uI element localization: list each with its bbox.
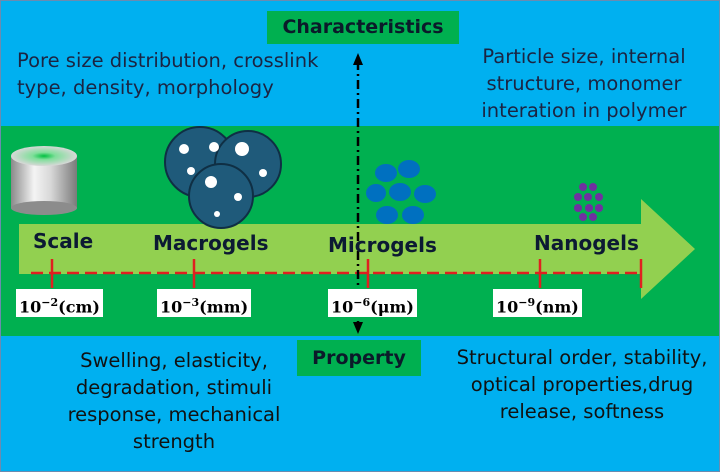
unit-text: (nm) [535, 297, 579, 317]
microgel-particles-icon [366, 160, 436, 224]
unit-base: 10 [19, 297, 42, 317]
axis-arrow-down-icon [353, 322, 363, 334]
unit-label-nm: 10−9(nm) [493, 289, 582, 317]
unit-text: (μm) [370, 297, 414, 317]
unit-text: (mm) [199, 297, 249, 317]
unit-label-mm: 10−3(mm) [157, 289, 252, 317]
stage-label-microgels: Microgels [328, 233, 437, 257]
cylinder-icon [11, 146, 77, 215]
unit-exponent: −9 [518, 296, 536, 309]
unit-base: 10 [160, 297, 183, 317]
macrogel-spheres-icon [164, 126, 282, 229]
unit-text: (cm) [58, 297, 100, 317]
scale-label: Scale [33, 229, 94, 253]
characteristics-label: Characteristics [267, 11, 459, 44]
unit-exponent: −6 [353, 296, 371, 309]
unit-base: 10 [331, 297, 354, 317]
nanogel-particles-icon [574, 183, 603, 221]
characteristics-left-text: Pore size distribution, crosslink type, … [17, 49, 319, 99]
unit-label-um: 10−6(μm) [328, 289, 417, 317]
unit-label-cm: 10−2(cm) [16, 289, 103, 317]
property-left-text: Swelling, elasticity, degradation, stimu… [67, 349, 281, 453]
unit-base: 10 [496, 297, 519, 317]
stage-label-nanogels: Nanogels [534, 231, 639, 255]
unit-exponent: −2 [41, 296, 59, 309]
property-label: Property [297, 340, 421, 376]
characteristics-right-text: Particle size, internal structure, monom… [481, 45, 687, 122]
property-right-text: Structural order, stability, optical pro… [456, 346, 708, 423]
stage-label-macrogels: Macrogels [153, 231, 269, 255]
unit-exponent: −3 [182, 296, 200, 309]
axis-arrow-up-icon [353, 53, 363, 65]
